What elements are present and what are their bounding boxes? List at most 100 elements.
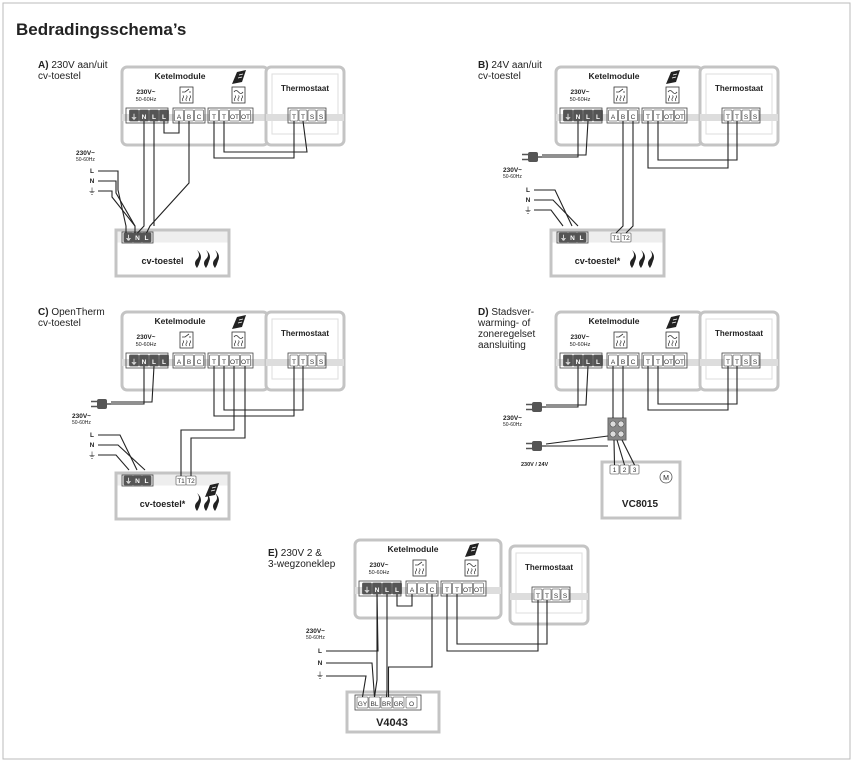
flame-icon <box>616 95 618 102</box>
voltage-label: 230V~ <box>137 89 156 96</box>
terminal-label: T1 <box>177 478 185 485</box>
terminal-label: T <box>222 114 226 121</box>
wire-c-thermo-2 <box>223 366 304 411</box>
thermostat-terminal-group <box>207 352 254 369</box>
label-c-letter: C) <box>38 307 49 318</box>
appliance-name: cv-toestel* <box>140 499 186 509</box>
flame-icon <box>213 250 219 268</box>
terminal <box>194 109 204 122</box>
wire-a-thermo-2 <box>223 120 308 153</box>
terminal-label: ⏚ <box>364 586 371 594</box>
flame-icon <box>195 493 201 511</box>
flame-icon <box>213 493 219 511</box>
flame-icon <box>204 493 210 511</box>
appliance-power-group <box>121 474 154 487</box>
mains-voltage: 230V~ <box>76 150 95 157</box>
switch-icon <box>182 88 191 93</box>
terminal-label: N <box>135 235 140 242</box>
earth-icon: ⏚ <box>524 206 532 215</box>
label-d-text2: warming- of <box>478 318 531 329</box>
plug-icon <box>97 399 107 409</box>
flame-icon <box>668 340 670 347</box>
terminal-label: OT <box>230 359 239 366</box>
thermostat-title: Thermostaat <box>281 84 329 93</box>
flame-icon <box>189 95 191 102</box>
flame-icon <box>623 340 625 347</box>
mains-n-label: N <box>90 178 95 185</box>
power-terminal-group <box>125 107 169 124</box>
frequency-label: 50-60Hz <box>570 97 591 103</box>
switch-icon <box>182 333 191 338</box>
terminal-label: ⏚ <box>131 113 138 121</box>
wireless-icon <box>666 315 680 329</box>
terminal-label: L <box>580 235 584 242</box>
terminal-label: S <box>563 593 568 600</box>
terminal-label: A <box>177 359 182 366</box>
terminal-label: T <box>301 359 305 366</box>
appliance-rail <box>117 474 228 486</box>
terminal-label: S <box>319 114 324 121</box>
wire-d-v2 <box>616 439 626 466</box>
flame-icon <box>185 340 188 347</box>
wireless-icon <box>666 70 680 84</box>
label-e-text1: 230V 2 & <box>280 548 322 559</box>
flame-icon <box>671 95 674 102</box>
terminal-label: N <box>576 114 581 121</box>
wave-icon <box>233 335 244 339</box>
flame-icon <box>182 95 184 102</box>
wireless-icon-lines <box>671 73 678 79</box>
terminal <box>608 109 618 122</box>
thermostat-title: Thermostaat <box>715 329 763 338</box>
terminal-label: T2 <box>622 235 630 242</box>
terminal-label: T <box>735 359 739 366</box>
wave-icon <box>667 90 678 94</box>
flame-icon <box>415 568 417 575</box>
wire-a-earth-mains <box>98 190 136 227</box>
appliance-power-group <box>121 231 154 244</box>
flame-icon <box>182 340 184 347</box>
module-title: Ketelmodule <box>588 71 639 81</box>
thermostat-terminal-group <box>641 107 688 124</box>
motor-label: M <box>663 475 669 482</box>
terminal-label: ⏚ <box>125 477 132 485</box>
voltage-label: 230V~ <box>571 334 590 341</box>
label-e-text2: 3-wegzoneklep <box>268 559 336 570</box>
wire-d-thermo-1 <box>647 366 729 411</box>
terminal-label: T <box>445 587 449 594</box>
terminal <box>674 109 685 122</box>
wire-b-plug-l <box>542 120 589 156</box>
wire-a-n <box>137 121 145 234</box>
wire-b-thermo-2 <box>657 121 738 161</box>
flame-icon <box>195 250 201 268</box>
terminal-label: T2 <box>187 478 195 485</box>
wire-b-t2 <box>625 121 634 234</box>
wireless-icon <box>232 315 246 329</box>
terminal-label: OT <box>664 359 673 366</box>
terminal-label: B <box>420 587 424 594</box>
thermostat-face <box>515 552 583 614</box>
module-title: Ketelmodule <box>154 71 205 81</box>
wire-c-ot2 <box>190 366 246 476</box>
wireless-icon <box>465 543 479 557</box>
switch-icon <box>616 88 625 93</box>
terminal-label: T <box>735 114 739 121</box>
label-b-letter: B) <box>478 60 489 71</box>
terminal-label: OT <box>230 114 239 121</box>
terminal-label: N <box>576 359 581 366</box>
terminal-label: L <box>385 587 389 594</box>
label-e: E) 230V 2 &3-wegzoneklep <box>268 548 335 570</box>
appliance-name: cv-toestel <box>141 256 183 266</box>
module-title: Ketelmodule <box>387 544 438 554</box>
module-title: Ketelmodule <box>154 316 205 326</box>
flame-icon <box>675 340 677 347</box>
wire-b-thermo-1 <box>647 121 729 169</box>
wire-c-thermo-1 <box>213 366 295 417</box>
terminal-label: C <box>197 359 202 366</box>
terminal-label: N <box>570 235 575 242</box>
terminal-label: A <box>177 114 182 121</box>
terminal-label: T <box>212 114 216 121</box>
page-title: Bedradingsschema’s <box>16 20 187 39</box>
